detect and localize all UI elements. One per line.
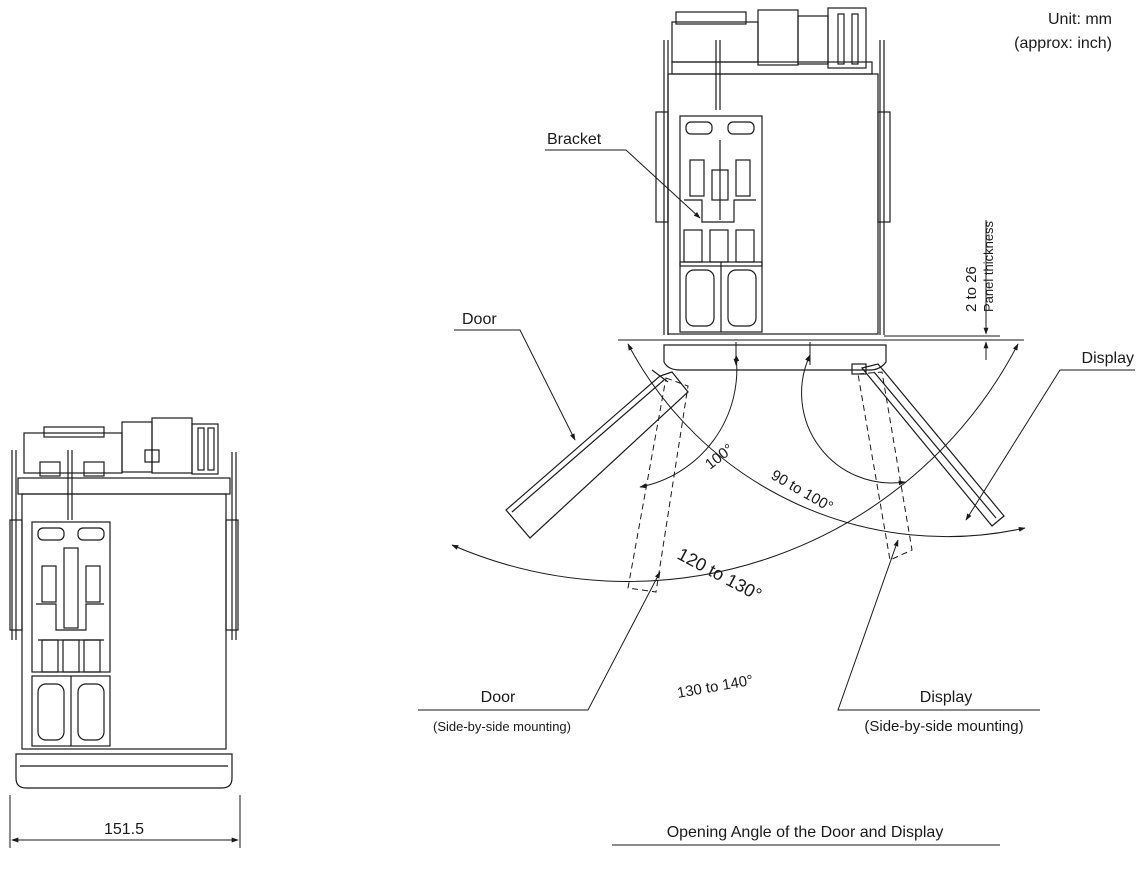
label-bracket: Bracket (547, 131, 602, 148)
label-display-side: Display (920, 689, 972, 706)
panel-line (618, 339, 1024, 371)
caption: Opening Angle of the Door and Display (667, 824, 944, 841)
label-display-side-note: (Side-by-side mounting) (864, 718, 1023, 735)
label-door-side-note: (Side-by-side mounting) (433, 719, 571, 734)
label-door-side: Door (481, 689, 516, 706)
panel-thickness-caption: Panel thickness (981, 220, 996, 312)
unit-line-2: (approx: inch) (1014, 35, 1112, 52)
angle-arcs (451, 342, 1026, 582)
width-dimension (9, 795, 241, 848)
label-door: Door (462, 311, 497, 328)
label-display: Display (1082, 350, 1134, 367)
display-open (851, 363, 1005, 527)
leader-lines (418, 149, 1135, 846)
angle-130-to-140: 130 to 140° (676, 672, 755, 702)
top-view-unit (655, 7, 891, 335)
front-view (9, 417, 239, 789)
angle-90-to-100: 90 to 100° (768, 467, 836, 516)
angle-120-to-130: 120 to 130° (674, 544, 765, 605)
unit-line-1: Unit: mm (1048, 11, 1112, 28)
panel-thickness-value: 2 to 26 (963, 266, 980, 312)
width-dimension-value: 151.5 (104, 821, 144, 838)
